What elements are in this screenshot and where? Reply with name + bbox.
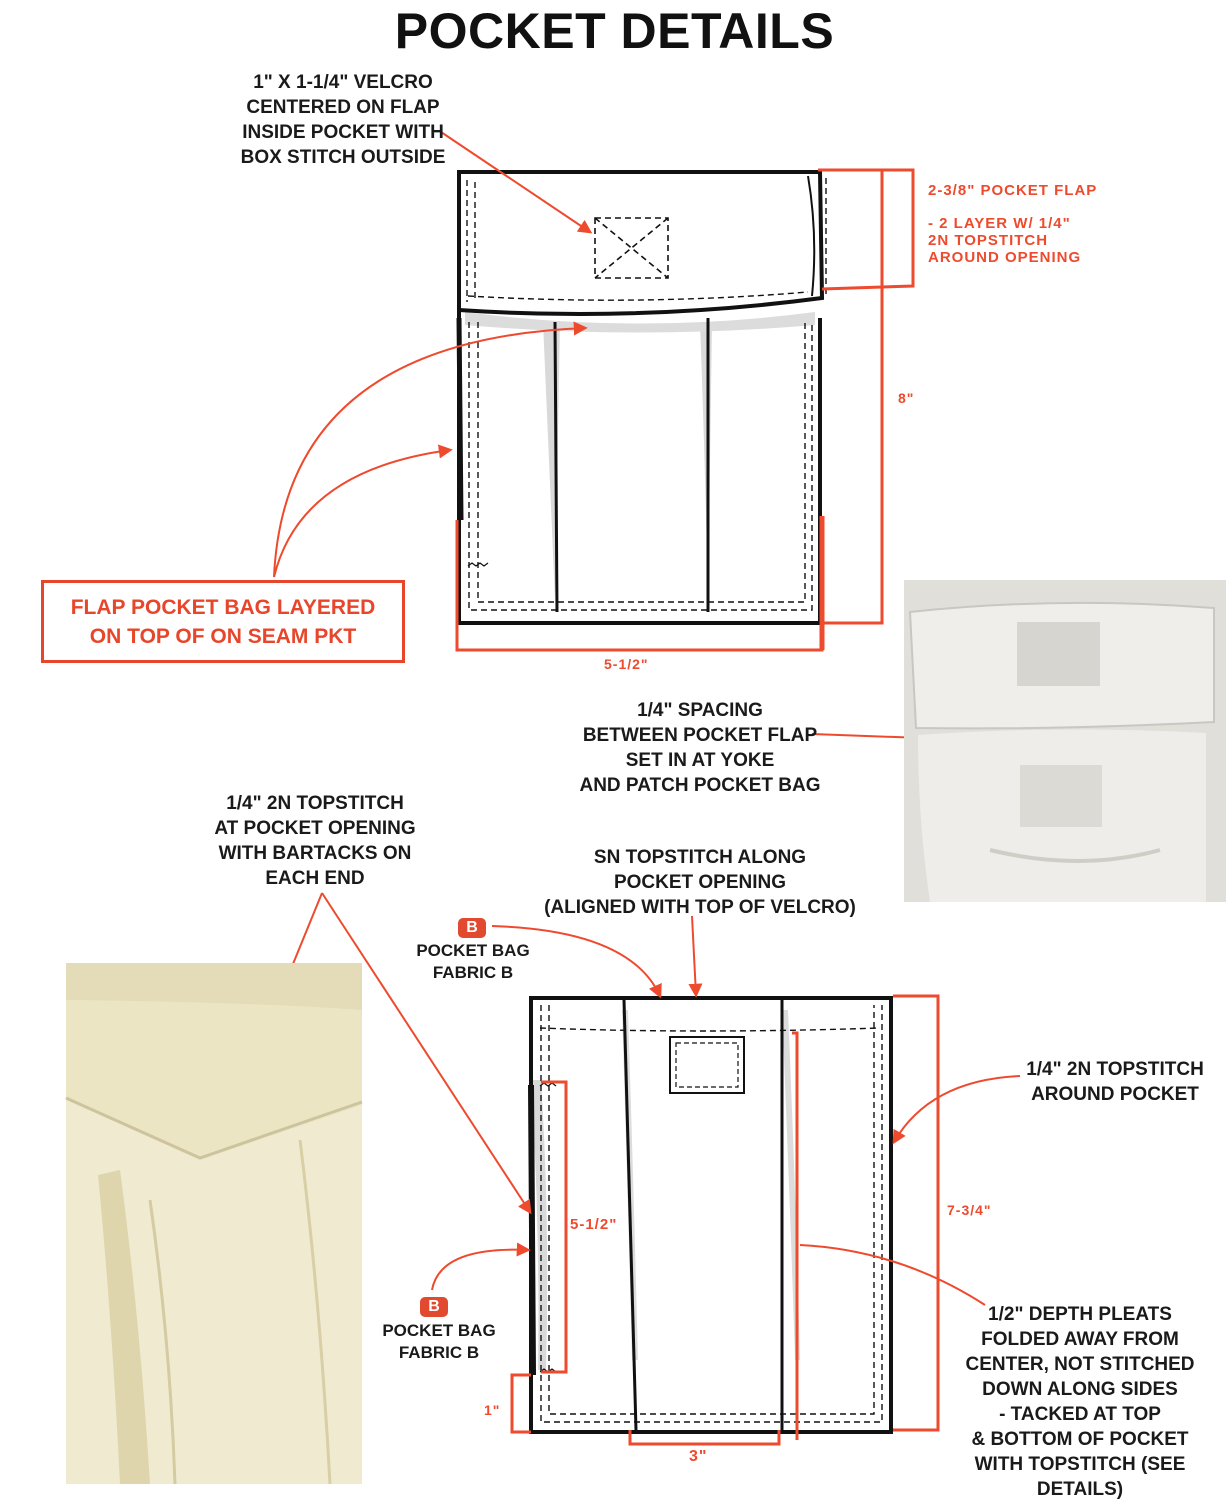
fabric-badge-1: B bbox=[458, 918, 486, 938]
dimension-height-bottom: 7-3/4" bbox=[947, 1202, 992, 1218]
flap-pocket-leaders bbox=[273, 131, 925, 745]
spacing-callout: 1/4" SPACING BETWEEN POCKET FLAP SET IN … bbox=[579, 700, 821, 796]
around-pocket-callout: 1/4" 2N TOPSTITCH AROUND POCKET bbox=[1026, 1059, 1204, 1105]
dimension-side: 5-1/2" bbox=[570, 1216, 618, 1233]
velcro-callout: 1" X 1-1/4" VELCRO CENTERED ON FLAP INSI… bbox=[240, 72, 446, 168]
dimension-width-top: 5-1/2" bbox=[604, 656, 649, 672]
flap-pocket-drawing bbox=[456, 170, 827, 625]
dimension-three-inch: 3" bbox=[689, 1448, 708, 1465]
pleats-callout: 1/2" DEPTH PLEATS FOLDED AWAY FROM CENTE… bbox=[965, 1304, 1195, 1500]
topstitch-opening-callout: 1/4" 2N TOPSTITCH AT POCKET OPENING WITH… bbox=[214, 793, 416, 889]
flap-layer-note: - 2 LAYER W/ 1/4" 2N TOPSTITCH AROUND OP… bbox=[928, 215, 1082, 266]
dimension-height-top: 8" bbox=[898, 390, 915, 406]
sn-topstitch-callout: SN TOPSTITCH ALONG POCKET OPENING (ALIGN… bbox=[544, 847, 856, 918]
patch-pocket-dimensions bbox=[510, 994, 940, 1446]
pocket-bag-label-2: POCKET BAG FABRIC B bbox=[382, 1321, 496, 1362]
flap-pocket-dimensions bbox=[455, 168, 915, 652]
flap-bag-callout: FLAP POCKET BAG LAYERED ON TOP OF ON SEA… bbox=[41, 580, 405, 663]
pocket-bag-label-1: POCKET BAG FABRIC B bbox=[416, 941, 530, 982]
page-title: POCKET DETAILS bbox=[394, 3, 835, 59]
dimension-one-inch: 1" bbox=[484, 1402, 501, 1418]
flap-note: 2-3/8" POCKET FLAP bbox=[928, 182, 1098, 199]
fabric-badge-2: B bbox=[420, 1297, 448, 1317]
